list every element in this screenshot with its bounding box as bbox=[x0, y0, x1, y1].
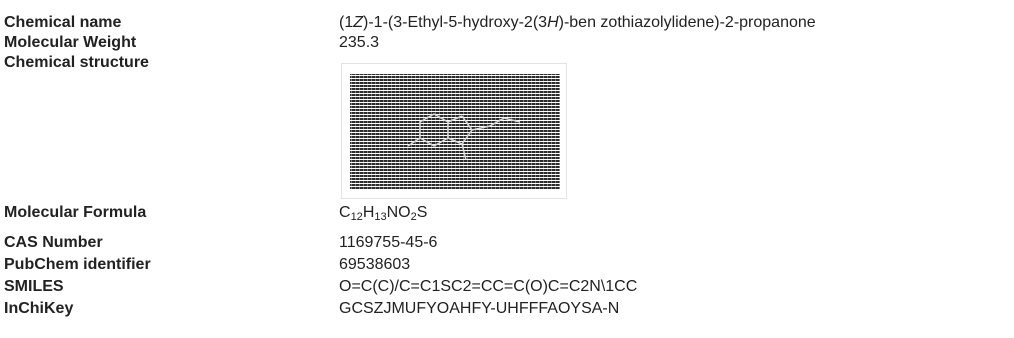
value-molecular-weight: 235.3 bbox=[339, 34, 380, 51]
row-inchikey: InChiKey GCSZJMUFYOAHFY-UHFFFAOYSA-N bbox=[0, 299, 1014, 319]
label-chemical-structure: Chemical structure bbox=[4, 54, 149, 71]
row-smiles: SMILES O=C(C)/C=C1SC2=CC=C(O)C=C2N\1CC bbox=[0, 277, 1014, 297]
chem-name-part: )-1-(3-Ethyl-5-hydroxy-2(3 bbox=[363, 14, 548, 31]
label-inchikey: InChiKey bbox=[4, 300, 74, 317]
row-cas-number: CAS Number 1169755-45-6 bbox=[0, 233, 1014, 253]
row-molecular-formula: Molecular Formula C12H13NO2S bbox=[0, 203, 1014, 223]
value-inchikey: GCSZJMUFYOAHFY-UHFFFAOYSA-N bbox=[339, 300, 620, 317]
label-molecular-formula: Molecular Formula bbox=[4, 204, 147, 221]
label-molecular-weight: Molecular Weight bbox=[4, 34, 137, 51]
label-smiles: SMILES bbox=[4, 278, 64, 295]
value-cas-number: 1169755-45-6 bbox=[339, 234, 438, 251]
label-chemical-name: Chemical name bbox=[4, 14, 122, 31]
chem-name-italic: Z bbox=[353, 14, 364, 31]
formula-subscript: 12 bbox=[350, 211, 363, 223]
value-pubchem-identifier: 69538603 bbox=[339, 256, 411, 273]
value-smiles: O=C(C)/C=C1SC2=CC=C(O)C=C2N\1CC bbox=[339, 278, 638, 295]
chem-name-part: (1 bbox=[339, 14, 354, 31]
value-chemical-name: (1Z)-1-(3-Ethyl-5-hydroxy-2(3H)-ben zoth… bbox=[339, 13, 816, 33]
chem-name-italic: H bbox=[547, 14, 559, 31]
label-pubchem-identifier: PubChem identifier bbox=[4, 256, 151, 273]
row-chemical-name: Chemical name (1Z)-1-(3-Ethyl-5-hydroxy-… bbox=[0, 13, 1014, 33]
label-cas-number: CAS Number bbox=[4, 234, 103, 251]
formula-subscript: 2 bbox=[410, 211, 417, 223]
formula-element: NO bbox=[386, 204, 411, 221]
formula-element: H bbox=[362, 204, 375, 221]
formula-subscript: 13 bbox=[374, 211, 387, 223]
formula-element: S bbox=[416, 204, 428, 221]
chem-name-part: )-ben zothiazolylidene)-2-propanone bbox=[558, 14, 816, 31]
row-pubchem-identifier: PubChem identifier 69538603 bbox=[0, 255, 1014, 275]
molecule-structure-image bbox=[341, 63, 567, 199]
value-molecular-formula: C12H13NO2S bbox=[339, 203, 427, 223]
row-chemical-structure: Chemical structure bbox=[0, 53, 1014, 73]
formula-element: C bbox=[339, 204, 351, 221]
row-molecular-weight: Molecular Weight 235.3 bbox=[0, 33, 1014, 53]
